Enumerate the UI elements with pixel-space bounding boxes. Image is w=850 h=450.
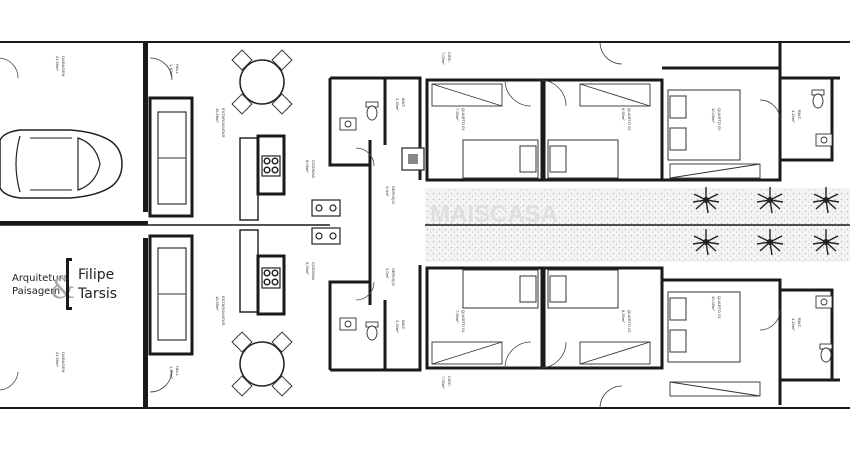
label-garagem-area-bottom: 21,55m² xyxy=(55,352,60,367)
brand-line1-left: Arquitetura xyxy=(12,273,69,284)
garage-walls xyxy=(0,42,148,408)
label-estar-area-bottom: 16,55m² xyxy=(215,296,220,311)
kitchen-counters xyxy=(239,134,286,316)
label-quarto3-bottom: QUARTO 02 xyxy=(717,296,722,319)
label-circ-area-top: 7,05m² xyxy=(441,52,446,65)
dining-table-bottom xyxy=(231,331,293,397)
label-quarto2-bottom: QUARTO 02 xyxy=(627,310,632,333)
label-bwc-area-bottom: 3,35m² xyxy=(395,320,400,333)
label-hall-area-bottom: 1,40m² xyxy=(169,366,174,379)
label-bwc2-bottom: BWC xyxy=(797,318,802,327)
bedroom-walls xyxy=(425,42,840,405)
label-circ-top: CIRC. xyxy=(447,52,452,63)
label-garagem-top: GARAGEM xyxy=(61,56,66,76)
label-quarto1-area-bottom: 7,55m² xyxy=(455,310,460,323)
label-quarto3-area-top: 10,05m² xyxy=(711,108,716,123)
label-quarto3-top: QUARTO 02 xyxy=(717,108,722,131)
label-garagem-bottom: GARAGEM xyxy=(61,352,66,372)
label-estar-area-top: 16,55m² xyxy=(215,108,220,123)
label-estar-top: ESTAR/JANTAR xyxy=(221,108,226,138)
stove-bottom-icon xyxy=(261,267,281,289)
label-quarto1-area-top: 7,55m² xyxy=(455,108,460,121)
stove-top-icon xyxy=(261,155,281,177)
sink-right-bottom-icon xyxy=(815,295,833,309)
room-labels-top: GARAGEM 21,55m² HALL 1,40m² ESTAR/JANTAR… xyxy=(55,52,802,204)
label-servico-bottom: SERVIÇO xyxy=(391,268,396,286)
door-swings xyxy=(0,41,781,409)
room-labels-bottom: GARAGEM 21,55m² HALL 1,40m² ESTAR/JANTAR… xyxy=(55,262,802,389)
beds-bottom xyxy=(462,269,741,363)
label-servico-top: SERVIÇO xyxy=(391,186,396,204)
label-cozinha-bottom: COZINHA xyxy=(311,262,316,280)
label-circ-bottom: CIRC. xyxy=(447,376,452,387)
sink-right-top-icon xyxy=(815,133,833,147)
wardrobes xyxy=(431,83,761,397)
brand-line2-left: Paisagem xyxy=(12,286,60,297)
toilet-top-icon xyxy=(365,101,379,121)
label-hall-top: HALL xyxy=(175,64,180,75)
label-bwc2-area-bottom: 4,15m² xyxy=(791,318,796,331)
label-servico-area-bottom: 3,0m² xyxy=(385,268,390,279)
label-quarto2-area-bottom: 8,55m² xyxy=(621,310,626,323)
sink-bottom-icon xyxy=(339,317,357,331)
label-garagem-area-top: 21,55m² xyxy=(55,56,60,71)
dining-table-top xyxy=(231,49,293,115)
label-quarto3-area-bottom: 10,05m² xyxy=(711,296,716,311)
service-sinks xyxy=(311,199,341,245)
watermark: MAISCASA xyxy=(430,201,558,228)
label-estar-bottom: ESTAR/JANTAR xyxy=(221,296,226,326)
label-cozinha-area-top: 6,06m² xyxy=(305,160,310,173)
brand-logo: Arquitetura Paisagem & Filipe Tarsis xyxy=(12,258,117,310)
label-quarto2-top: QUARTO 02 xyxy=(627,108,632,131)
toilet-right-bottom-icon xyxy=(819,343,833,363)
sofa-bottom xyxy=(148,234,194,356)
label-hall-bottom: HALL xyxy=(175,366,180,377)
car-icon xyxy=(0,129,123,199)
label-cozinha-top: COZINHA xyxy=(311,160,316,178)
label-bwc-area-top: 3,35m² xyxy=(395,98,400,111)
label-circ-area-bottom: 7,05m² xyxy=(441,376,446,389)
label-quarto2-area-top: 8,55m² xyxy=(621,108,626,121)
label-quarto1-bottom: QUARTO 01 xyxy=(461,310,466,333)
label-servico-area-top: 3,0m² xyxy=(385,186,390,197)
label-hall-area-top: 1,40m² xyxy=(169,64,174,77)
service-core-walls xyxy=(328,76,422,372)
toilet-bottom-icon xyxy=(365,321,379,341)
beds-top xyxy=(462,89,741,179)
sofa-top xyxy=(148,96,194,218)
toilet-right-top-icon xyxy=(811,89,825,109)
sink-top-icon xyxy=(339,117,357,131)
label-cozinha-area-bottom: 6,06m² xyxy=(305,262,310,275)
brand-ampersand: & xyxy=(50,272,75,305)
brand-line2-right: Tarsis xyxy=(77,286,117,302)
label-quarto1-top: QUARTO 01 xyxy=(461,108,466,131)
shower-top xyxy=(401,147,425,171)
label-bwc2-top: BWC xyxy=(797,110,802,119)
label-bwc-top: BWC xyxy=(401,98,406,107)
label-bwc-bottom: BWC xyxy=(401,320,406,329)
label-bwc2-area-top: 4,15m² xyxy=(791,110,796,123)
brand-line1-right: Filipe xyxy=(78,267,114,283)
